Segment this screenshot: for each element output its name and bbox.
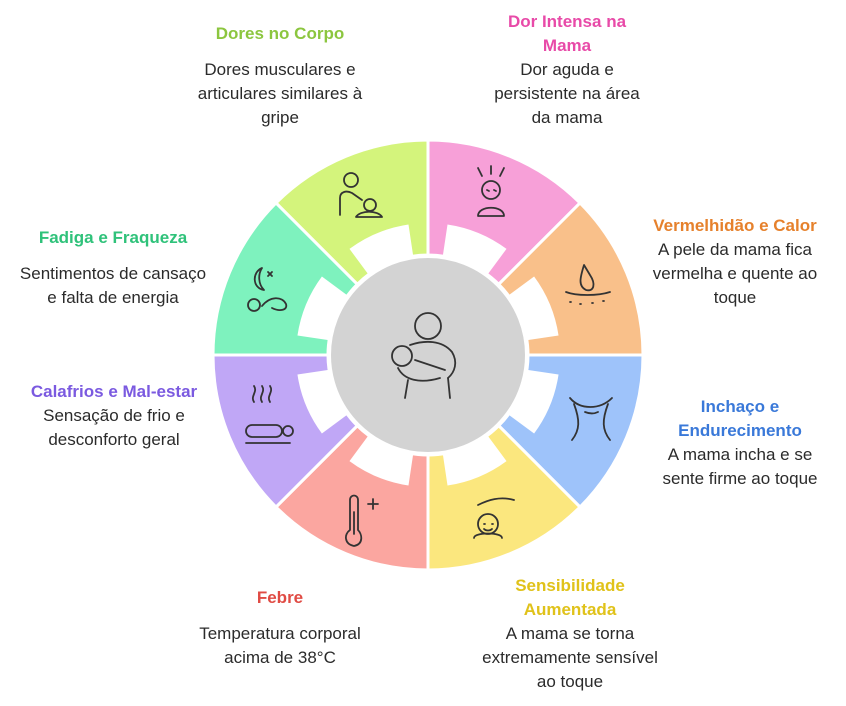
- label-inchaco: Inchaço e Endurecimento A mama incha e s…: [656, 395, 824, 491]
- distressed-woman-icon: [477, 165, 505, 217]
- label-dor-intensa: Dor Intensa na Mama Dor aguda e persiste…: [492, 10, 642, 130]
- center-circle: [329, 256, 527, 454]
- title-fadiga: Fadiga e Fraqueza: [38, 228, 188, 247]
- title-dores: Dores no Corpo: [215, 24, 345, 43]
- title-dor-intensa: Dor Intensa na Mama: [507, 12, 627, 55]
- mother-breastfeeding-icon: [391, 312, 457, 399]
- desc-febre: Temperatura corporal acima de 38°C: [199, 624, 361, 667]
- title-vermelhidao: Vermelhidão e Calor: [653, 216, 817, 235]
- desc-dores: Dores musculares e articulares similares…: [197, 60, 363, 127]
- label-vermelhidao: Vermelhidão e Calor A pele da mama fica …: [652, 214, 818, 310]
- label-febre: Febre Temperatura corporal acima de 38°C: [190, 586, 370, 670]
- desc-fadiga: Sentimentos de cansaço e falta de energi…: [19, 264, 207, 307]
- title-febre: Febre: [256, 588, 304, 607]
- desc-vermelhidao: A pele da mama fica vermelha e quente ao…: [652, 240, 818, 307]
- notch-febre: [349, 433, 414, 486]
- title-calafrios: Calafrios e Mal-estar: [30, 382, 198, 401]
- notch-dores: [349, 224, 414, 277]
- notch-vermelhidao: [506, 276, 559, 341]
- label-fadiga: Fadiga e Fraqueza Sentimentos de cansaço…: [18, 226, 208, 310]
- label-sensibilidade: Sensibilidade Aumentada A mama se torna …: [480, 574, 660, 694]
- desc-calafrios: Sensação de frio e desconforto geral: [43, 406, 185, 449]
- skin-pore-icon: [565, 264, 611, 305]
- notch-calafrios: [297, 369, 350, 434]
- person-lying-steam-icon: [245, 385, 294, 444]
- notch-fadiga: [297, 276, 350, 341]
- torso-icon: [569, 397, 613, 441]
- notch-dor-intensa: [442, 224, 507, 277]
- hand-over-baby-icon: [473, 497, 515, 539]
- notch-sensibilidade: [442, 433, 507, 486]
- person-holding-baby-icon: [339, 172, 383, 218]
- notch-inchaco: [506, 369, 559, 434]
- title-sensibilidade: Sensibilidade Aumentada: [515, 576, 625, 619]
- label-dores: Dores no Corpo Dores musculares e articu…: [190, 22, 370, 130]
- title-inchaco: Inchaço e Endurecimento: [678, 397, 802, 440]
- desc-inchaco: A mama incha e se sente firme ao toque: [662, 445, 818, 488]
- thermometer-icon: [345, 494, 379, 547]
- desc-sensibilidade: A mama se torna extremamente sensível ao…: [482, 624, 658, 691]
- sleeping-person-icon: [247, 267, 288, 312]
- label-calafrios: Calafrios e Mal-estar Sensação de frio e…: [24, 380, 204, 452]
- desc-dor-intensa: Dor aguda e persistente na área da mama: [494, 60, 640, 127]
